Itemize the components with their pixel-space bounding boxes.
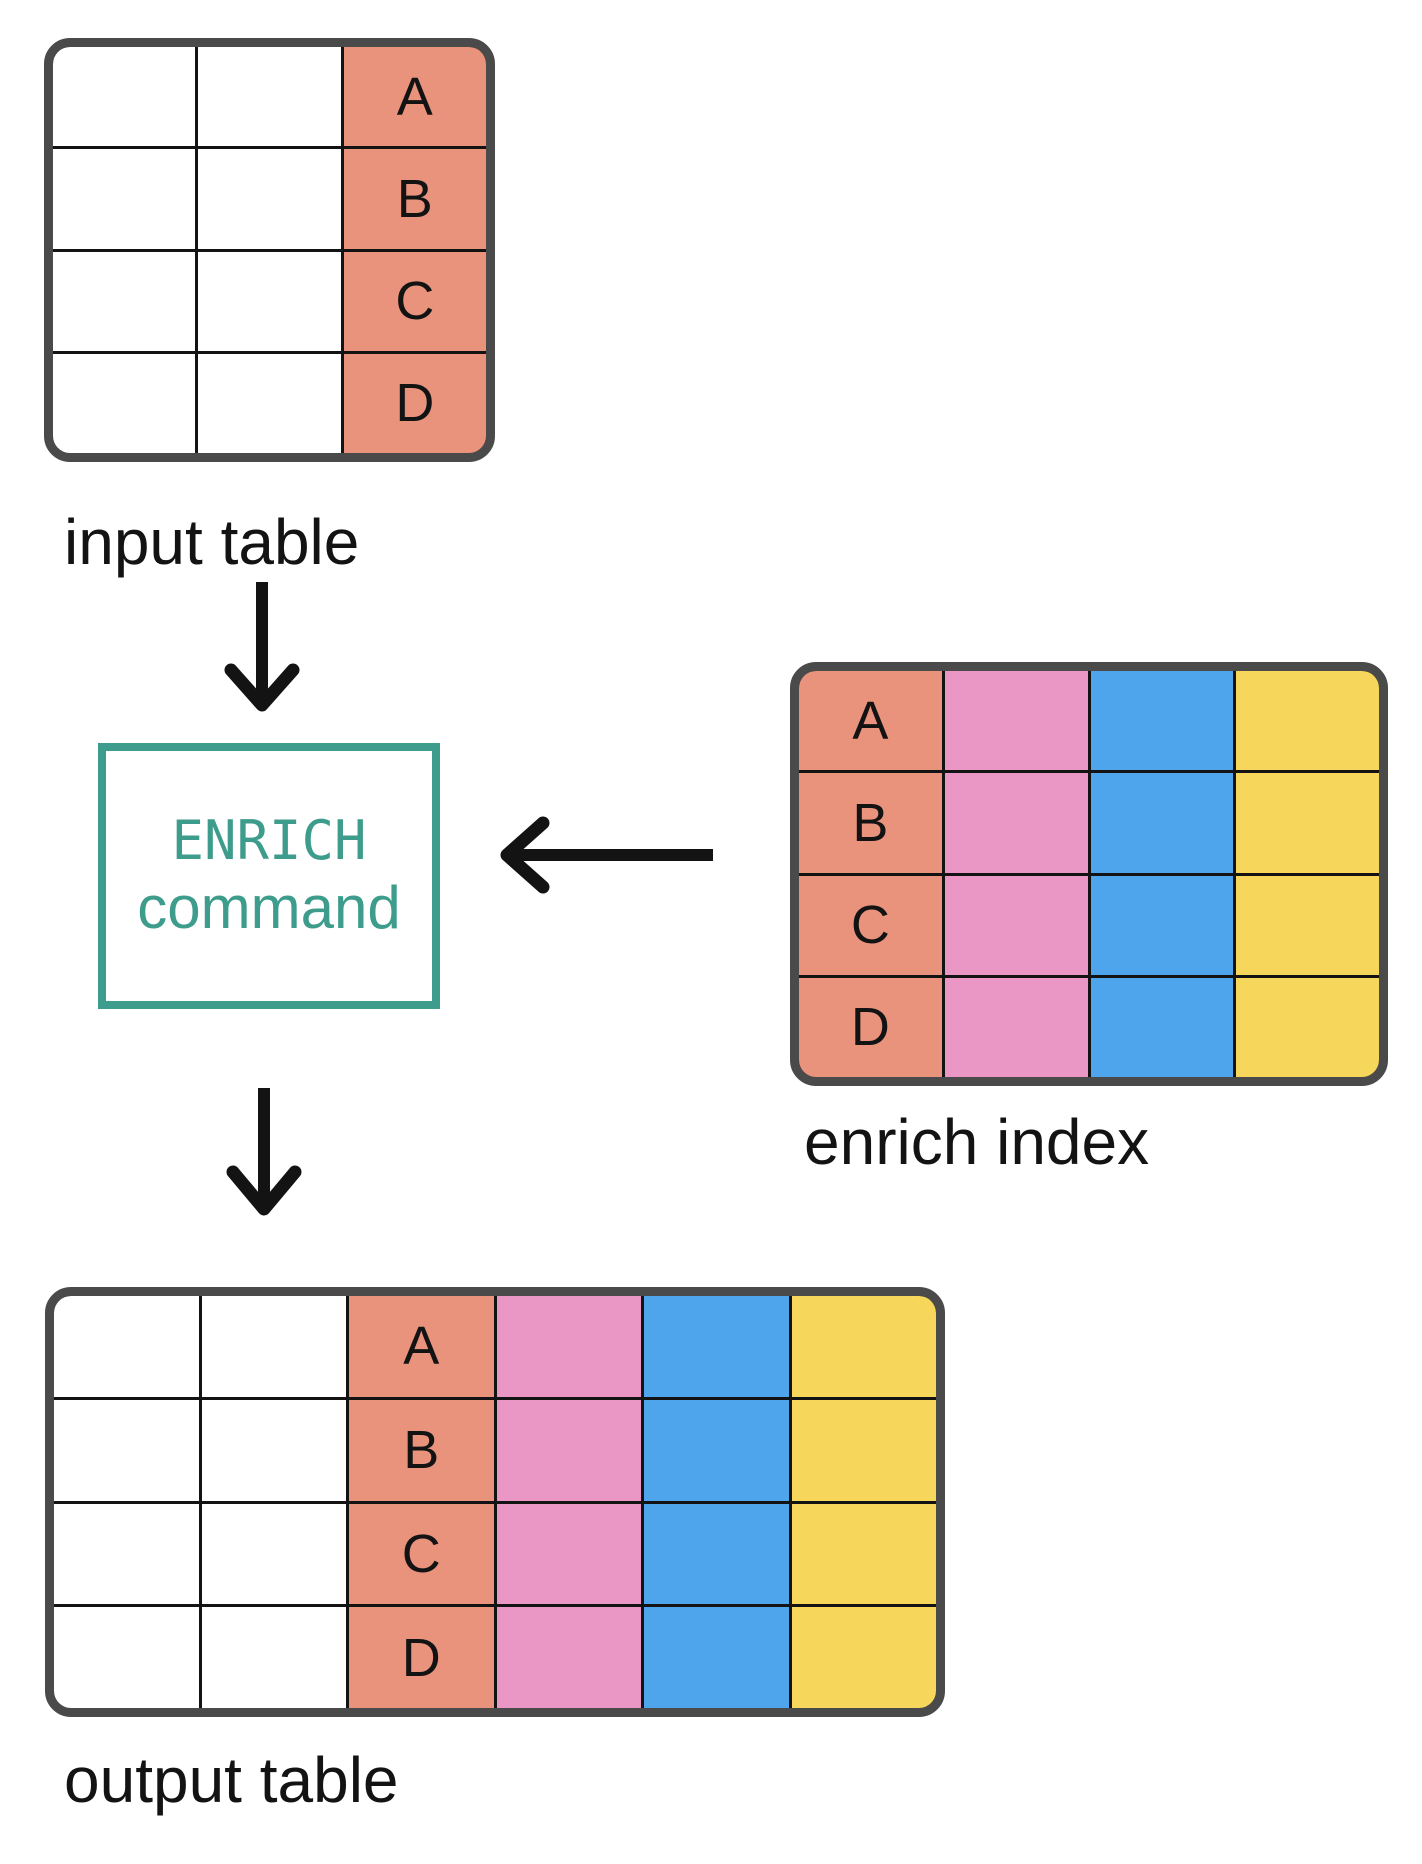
table-cell (644, 1607, 789, 1708)
table-cell (198, 353, 341, 453)
table-cell: C (799, 875, 942, 975)
enrich-index-label: enrich index (804, 1106, 1150, 1178)
table-cell (201, 1607, 346, 1708)
table-cell (644, 1296, 789, 1397)
table-cell (1236, 671, 1379, 771)
table-cell (54, 1399, 199, 1501)
table-cell (1090, 773, 1234, 873)
table-cell (1090, 671, 1234, 771)
table-cell (791, 1503, 936, 1605)
table-cell (1236, 875, 1379, 975)
table-cell: B (343, 149, 486, 249)
table-cell (198, 251, 341, 351)
table-cell (496, 1399, 641, 1501)
table-cell (944, 773, 1088, 873)
output-table-label: output table (64, 1744, 399, 1816)
table-cell (944, 875, 1088, 975)
arrow-left-icon (500, 816, 713, 894)
table-cell (198, 47, 341, 147)
table-cell (496, 1296, 641, 1397)
table-cell: A (799, 671, 942, 771)
arrow-down-icon (224, 582, 300, 712)
table-cell (1090, 977, 1234, 1077)
table-cell: A (349, 1296, 494, 1397)
table-cell (496, 1503, 641, 1605)
table-cell (944, 671, 1088, 771)
table-cell (496, 1607, 641, 1708)
enrich-command-subtitle: command (137, 874, 401, 941)
arrow-down-icon (226, 1088, 302, 1216)
table-cell: D (349, 1607, 494, 1708)
table-cell (1236, 773, 1379, 873)
table-cell: D (343, 353, 486, 453)
table-cell (53, 251, 196, 351)
table-cell: B (349, 1399, 494, 1501)
table-cell (201, 1296, 346, 1397)
enrich-command-title: ENRICH (171, 809, 367, 872)
table-cell: B (799, 773, 942, 873)
table-cell (201, 1503, 346, 1605)
table-cell (791, 1607, 936, 1708)
table-cell: C (343, 251, 486, 351)
table-cell (644, 1399, 789, 1501)
table-cell: A (343, 47, 486, 147)
table-cell (944, 977, 1088, 1077)
table-cell (644, 1503, 789, 1605)
table-cell (198, 149, 341, 249)
table-cell: D (799, 977, 942, 1077)
table-cell (53, 149, 196, 249)
table-cell (54, 1607, 199, 1708)
table-cell (53, 353, 196, 453)
table-cell: C (349, 1503, 494, 1605)
table-cell (54, 1503, 199, 1605)
table-cell (791, 1399, 936, 1501)
table-cell (791, 1296, 936, 1397)
table-cell (53, 47, 196, 147)
table-cell (201, 1399, 346, 1501)
table-cell (1236, 977, 1379, 1077)
enrich-command-box: ENRICH command (98, 743, 440, 1009)
table-cell (54, 1296, 199, 1397)
table-cell (1090, 875, 1234, 975)
input-table-label: input table (64, 506, 360, 578)
